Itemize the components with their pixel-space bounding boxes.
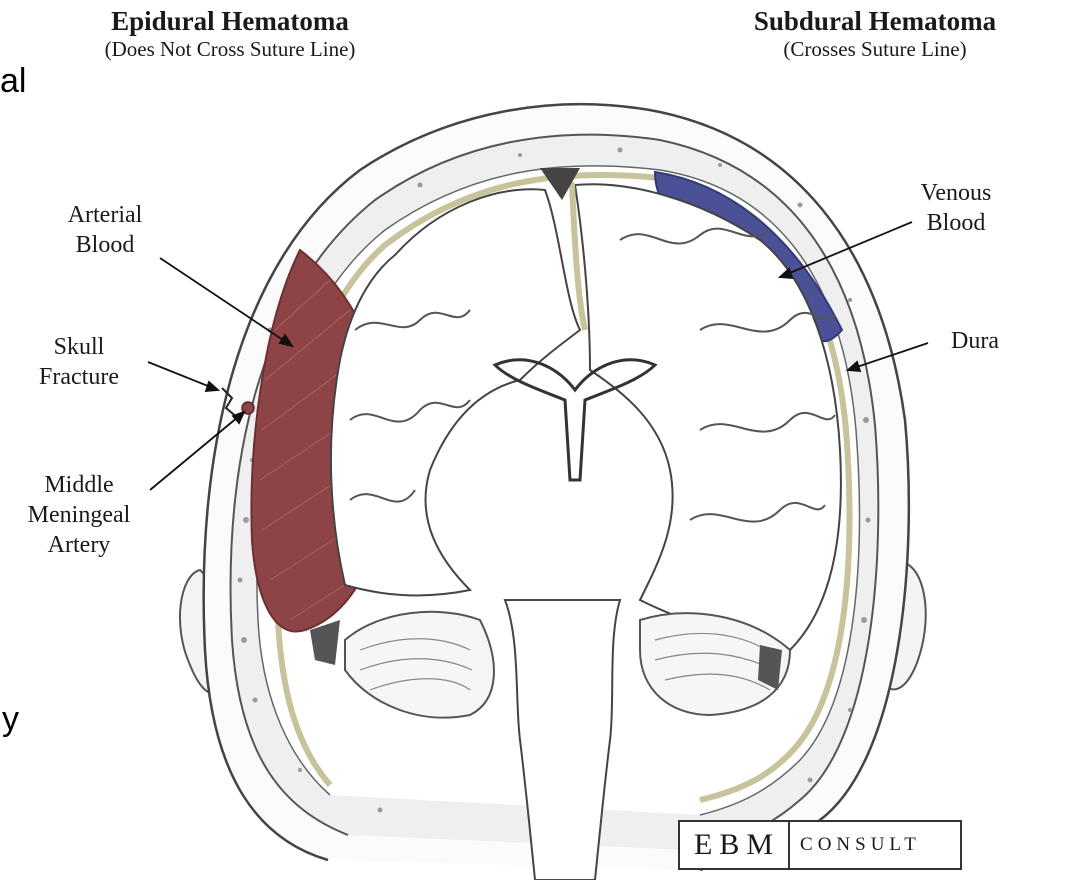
label-dura: Dura bbox=[920, 326, 1030, 356]
label-line: Blood bbox=[896, 208, 1016, 238]
epidural-subtitle: (Does Not Cross Suture Line) bbox=[40, 36, 420, 62]
edge-fragment-top: al bbox=[0, 62, 26, 101]
label-line: Dura bbox=[920, 326, 1030, 356]
label-line: Venous bbox=[896, 178, 1016, 208]
label-line: Arterial bbox=[40, 200, 170, 230]
subdural-subtitle: (Crosses Suture Line) bbox=[690, 36, 1060, 62]
label-line: Meningeal bbox=[4, 500, 154, 530]
label-line: Artery bbox=[4, 530, 154, 560]
label-middle-meningeal-artery: Middle Meningeal Artery bbox=[4, 470, 154, 560]
epidural-header: Epidural Hematoma (Does Not Cross Suture… bbox=[40, 6, 420, 62]
subdural-title: Subdural Hematoma bbox=[690, 6, 1060, 36]
label-line: Fracture bbox=[14, 362, 144, 392]
ebm-consult-logo: EBM CONSULT bbox=[678, 820, 962, 870]
epidural-title: Epidural Hematoma bbox=[40, 6, 420, 36]
subdural-header: Subdural Hematoma (Crosses Suture Line) bbox=[690, 6, 1060, 62]
label-line: Middle bbox=[4, 470, 154, 500]
label-line: Blood bbox=[40, 230, 170, 260]
label-line: Skull bbox=[14, 332, 144, 362]
logo-sub-text: CONSULT bbox=[790, 834, 921, 856]
edge-fragment-bottom: y bbox=[2, 700, 19, 739]
logo-main-text: EBM bbox=[680, 822, 790, 868]
